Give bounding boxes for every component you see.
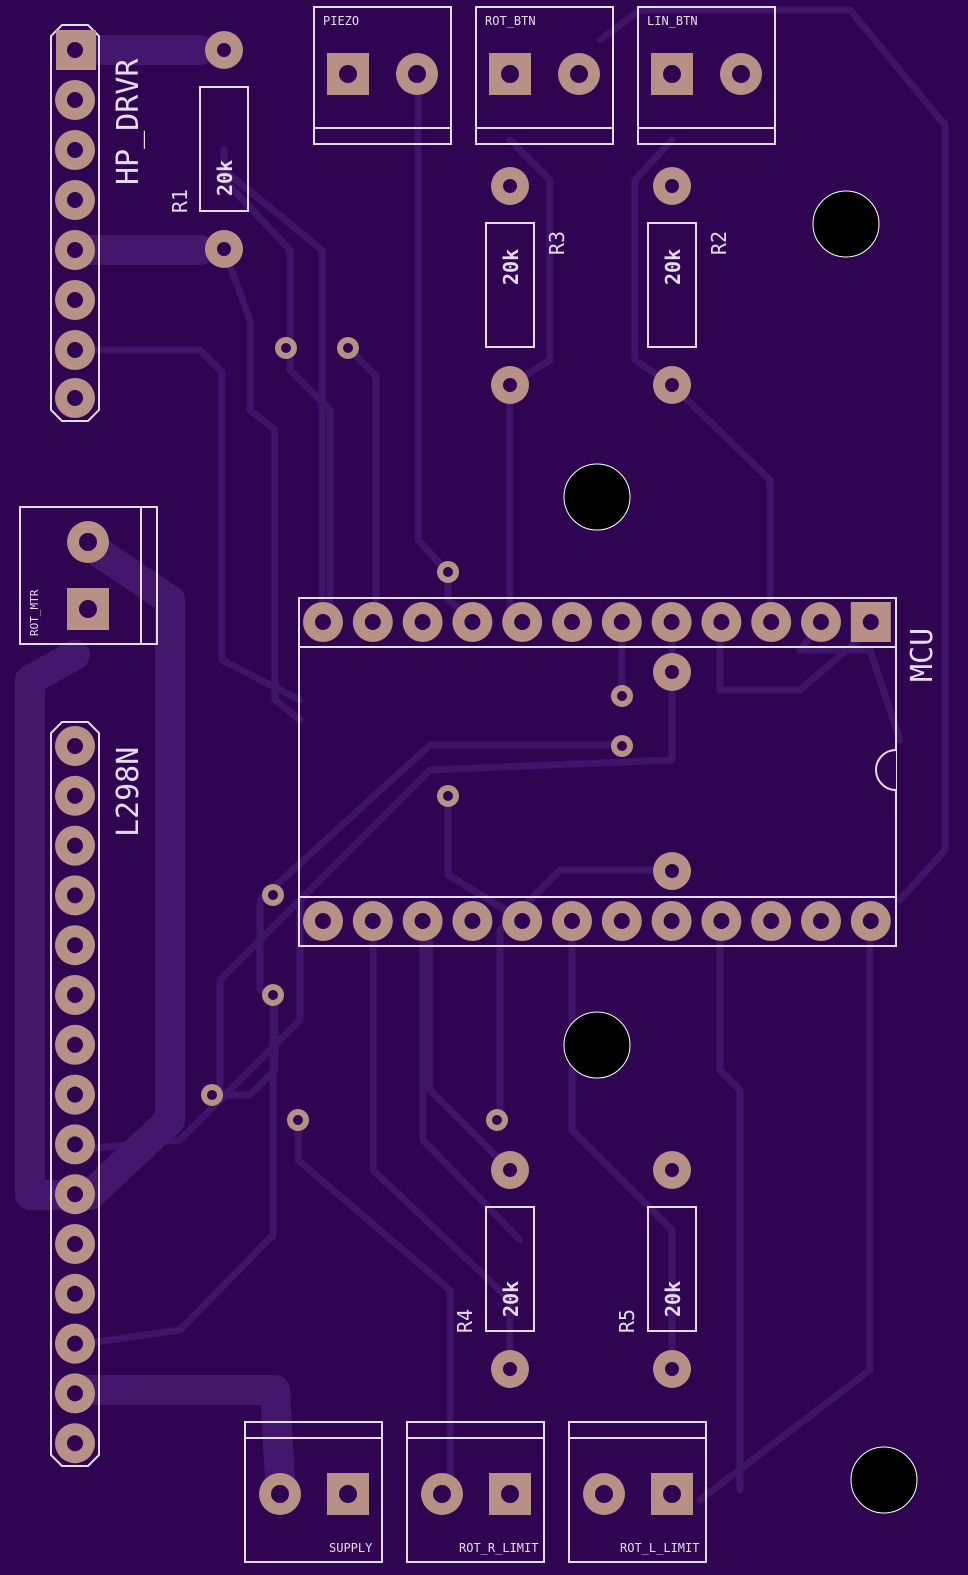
resistor-r3 — [485, 167, 535, 404]
pad-hole — [813, 913, 829, 929]
pad-hole — [763, 913, 780, 929]
resistor-r2 — [647, 167, 697, 404]
pad-hole — [713, 614, 730, 630]
r4-ref: R4 — [453, 1309, 477, 1333]
pad-hole — [464, 614, 481, 630]
pad-hole — [67, 1435, 83, 1452]
r1-ref: R1 — [168, 189, 192, 213]
mounting-holes — [563, 190, 918, 1514]
pad-hole — [67, 787, 83, 804]
supply-terminal — [244, 1421, 383, 1563]
mcu-footprint — [298, 597, 897, 947]
pad-hole — [862, 614, 879, 630]
pad-hole — [464, 913, 481, 929]
rot-r-limit-label: ROT_R_LIMIT — [459, 1541, 538, 1555]
r3-value: 20k — [499, 249, 523, 285]
pad-hole — [67, 1036, 83, 1053]
pad-hole — [67, 1136, 83, 1153]
rot-mtr-label: ROT_MTR — [28, 589, 41, 636]
pad-hole — [564, 913, 580, 929]
pad-hole — [813, 614, 829, 630]
pad-hole — [67, 1385, 83, 1402]
pad-hole — [67, 1236, 83, 1252]
r1-value: 20k — [213, 160, 237, 196]
pad-hole — [67, 887, 83, 904]
l298n-header — [50, 721, 100, 1467]
l298n-label: L298N — [111, 747, 146, 837]
r5-ref: R5 — [615, 1309, 639, 1333]
pad-hole — [67, 837, 83, 854]
mcu-label: MCU — [905, 628, 940, 682]
pad-hole — [663, 913, 680, 929]
r2-ref: R2 — [707, 231, 731, 255]
piezo-terminal — [313, 6, 452, 145]
pad-hole — [67, 738, 83, 754]
hp-drvr-header — [50, 24, 100, 422]
rot-r-limit-terminal — [406, 1421, 545, 1563]
hp-drvr-label: HP_DRVR — [111, 58, 146, 185]
r4-value: 20k — [499, 1281, 523, 1317]
resistor-r4 — [485, 1151, 535, 1388]
pad-hole — [67, 1285, 83, 1302]
pad-hole — [67, 1186, 83, 1203]
mounting-hole-upper-center — [563, 463, 631, 531]
lin-btn-label: LIN_BTN — [647, 14, 698, 28]
pad-hole — [364, 913, 381, 929]
pad-hole — [315, 913, 331, 929]
pad-hole — [613, 913, 630, 929]
pad-hole — [315, 614, 331, 630]
pad-hole — [613, 614, 630, 630]
copper-traces — [71, 6, 949, 1504]
r5-value: 20k — [661, 1281, 685, 1317]
pad-hole — [514, 614, 531, 630]
pad-hole — [862, 913, 879, 929]
pad-hole — [67, 1086, 83, 1103]
via-holes — [207, 343, 627, 1125]
mounting-hole-top-right — [812, 190, 880, 258]
resistor-r5 — [647, 1151, 697, 1388]
pad-hole — [364, 614, 381, 630]
pad-hole — [663, 614, 680, 630]
pad-hole — [414, 614, 431, 630]
resistor-r1 — [199, 31, 249, 268]
r2-value: 20k — [661, 249, 685, 285]
rot-btn-label: ROT_BTN — [485, 14, 536, 28]
pad-hole — [67, 937, 83, 954]
piezo-label: PIEZO — [323, 14, 359, 28]
pad-hole — [713, 913, 730, 929]
mounting-hole-bottom-right — [850, 1446, 918, 1514]
pad-hole — [763, 614, 780, 630]
pad-hole — [514, 913, 531, 929]
rot-l-limit-terminal — [568, 1421, 707, 1563]
rot-mtr-terminal — [19, 506, 158, 645]
pad-hole — [67, 987, 83, 1003]
mounting-hole-lower-center — [563, 1011, 631, 1079]
lin-btn-terminal — [637, 6, 776, 145]
pad-hole — [414, 913, 431, 929]
r3-ref: R3 — [545, 231, 569, 255]
supply-label: SUPPLY — [329, 1541, 373, 1555]
rot-btn-terminal — [475, 6, 614, 145]
pad-hole — [564, 614, 580, 630]
pad-hole — [67, 1335, 83, 1352]
rot-l-limit-label: ROT_L_LIMIT — [620, 1541, 699, 1555]
